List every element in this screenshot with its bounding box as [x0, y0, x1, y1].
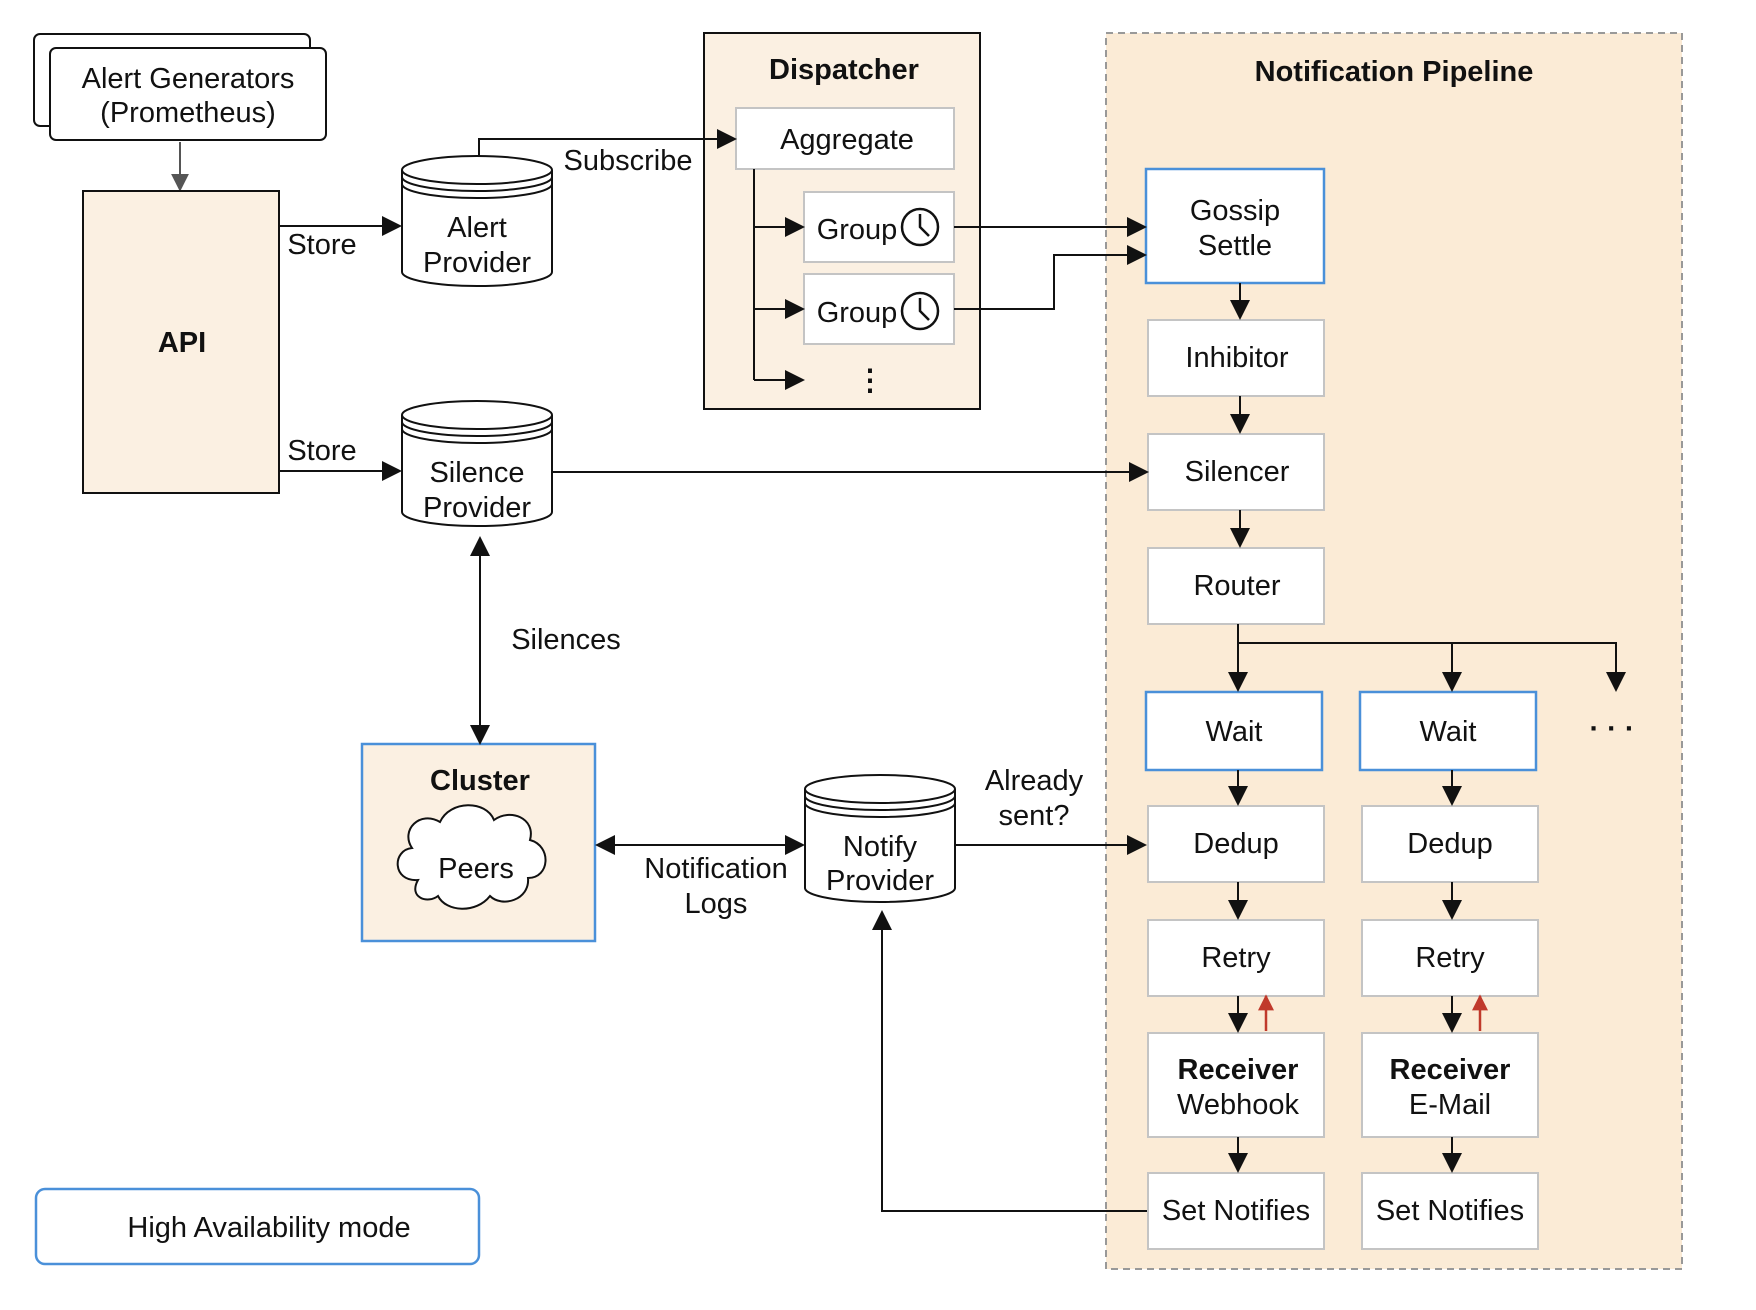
gossip-settle-box[interactable]: Gossip Settle	[1144, 167, 1326, 285]
notification-logs-label-2: Logs	[685, 888, 748, 920]
retry-label-1: Retry	[1201, 942, 1271, 974]
receiver-email-box[interactable]: Receiver E-Mail	[1361, 1032, 1539, 1138]
silencer-box[interactable]: Silencer	[1147, 433, 1325, 511]
silences-label: Silences	[511, 624, 621, 656]
subscribe-label: Subscribe	[564, 145, 693, 177]
branch-webhook: Wait Dedup Retry Receiver Webhook Set No…	[1144, 690, 1325, 1250]
receiver-name-2: E-Mail	[1409, 1089, 1491, 1121]
silence-provider-cylinder[interactable]: Silence Provider	[401, 400, 553, 527]
clock-icon	[900, 207, 940, 247]
dispatcher-more-groups: ⋮	[856, 365, 885, 397]
set-notifies-label-2: Set Notifies	[1376, 1195, 1524, 1227]
api-label: API	[158, 327, 206, 359]
group-box-1[interactable]: Group	[803, 191, 955, 263]
receiver-title-1: Receiver	[1178, 1054, 1299, 1086]
dedup-label-1: Dedup	[1193, 828, 1278, 860]
group-label-1: Group	[817, 214, 898, 246]
aggregate-label: Aggregate	[780, 124, 914, 156]
pipeline-more-branches: · · ·	[1589, 713, 1634, 745]
alert-generators-label-1: Alert Generators	[82, 63, 295, 95]
gossip-label-1: Gossip	[1190, 195, 1280, 227]
notify-provider-label-1: Notify	[843, 831, 918, 863]
group-box-2[interactable]: Group	[803, 273, 955, 345]
silencer-label: Silencer	[1185, 456, 1290, 488]
cluster-node[interactable]: Cluster Peers	[360, 742, 597, 943]
set-notifies-label-1: Set Notifies	[1162, 1195, 1310, 1227]
receiver-title-2: Receiver	[1390, 1054, 1511, 1086]
dedup-label-2: Dedup	[1407, 828, 1492, 860]
retry-box-1[interactable]: Retry	[1147, 919, 1325, 997]
notification-logs-label-1: Notification	[644, 853, 787, 885]
alert-generators-node[interactable]: Alert Generators (Prometheus)	[33, 33, 327, 141]
group-label-2: Group	[817, 297, 898, 329]
dedup-box-1[interactable]: Dedup	[1147, 805, 1325, 883]
retry-box-2[interactable]: Retry	[1361, 919, 1539, 997]
wait-label-1: Wait	[1206, 716, 1263, 748]
set-notifies-box-1[interactable]: Set Notifies	[1147, 1172, 1325, 1250]
aggregate-fanout-arrows	[753, 169, 805, 390]
alert-provider-label-1: Alert	[447, 212, 507, 244]
legend-label: High Availability mode	[127, 1212, 410, 1244]
pipeline-title: Notification Pipeline	[1255, 56, 1534, 88]
router-label: Router	[1193, 570, 1280, 602]
dispatcher-title: Dispatcher	[769, 54, 919, 86]
silence-provider-label-2: Provider	[423, 492, 531, 524]
dedup-box-2[interactable]: Dedup	[1361, 805, 1539, 883]
already-sent-label-2: sent?	[999, 800, 1070, 832]
receiver-webhook-box[interactable]: Receiver Webhook	[1147, 1032, 1325, 1138]
inhibitor-label: Inhibitor	[1185, 342, 1289, 374]
gossip-label-2: Settle	[1198, 230, 1272, 262]
notify-provider-cylinder[interactable]: Notify Provider	[804, 774, 956, 903]
peers-label: Peers	[438, 853, 514, 885]
set-notifies-box-2[interactable]: Set Notifies	[1361, 1172, 1539, 1250]
store-silences-label: Store	[287, 435, 356, 467]
silence-provider-label-1: Silence	[429, 457, 524, 489]
legend-high-availability: High Availability mode	[34, 1187, 481, 1266]
already-sent-label-1: Already	[985, 765, 1084, 797]
router-box[interactable]: Router	[1147, 547, 1325, 625]
wait-box-2[interactable]: Wait	[1358, 690, 1538, 772]
aggregate-box[interactable]: Aggregate	[735, 107, 955, 170]
retry-label-2: Retry	[1415, 942, 1485, 974]
inhibitor-box[interactable]: Inhibitor	[1147, 319, 1325, 397]
receiver-name-1: Webhook	[1177, 1089, 1299, 1121]
wait-label-2: Wait	[1420, 716, 1477, 748]
retry-feedback-arrows	[1258, 994, 1488, 1031]
store-alerts-label: Store	[287, 229, 356, 261]
alert-generators-label-2: (Prometheus)	[100, 97, 276, 129]
api-node[interactable]: API	[82, 190, 280, 494]
peers-cloud-icon	[396, 804, 547, 910]
notify-provider-label-2: Provider	[826, 865, 934, 897]
alert-provider-cylinder[interactable]: Alert Provider	[401, 155, 553, 287]
alert-provider-label-2: Provider	[423, 247, 531, 279]
wait-box-1[interactable]: Wait	[1144, 690, 1324, 772]
cluster-title: Cluster	[430, 765, 530, 797]
flow-arrows	[279, 129, 1626, 1212]
clock-icon	[900, 291, 940, 331]
branch-email: Wait Dedup Retry Receiver E-Mail Set Not…	[1358, 690, 1539, 1250]
